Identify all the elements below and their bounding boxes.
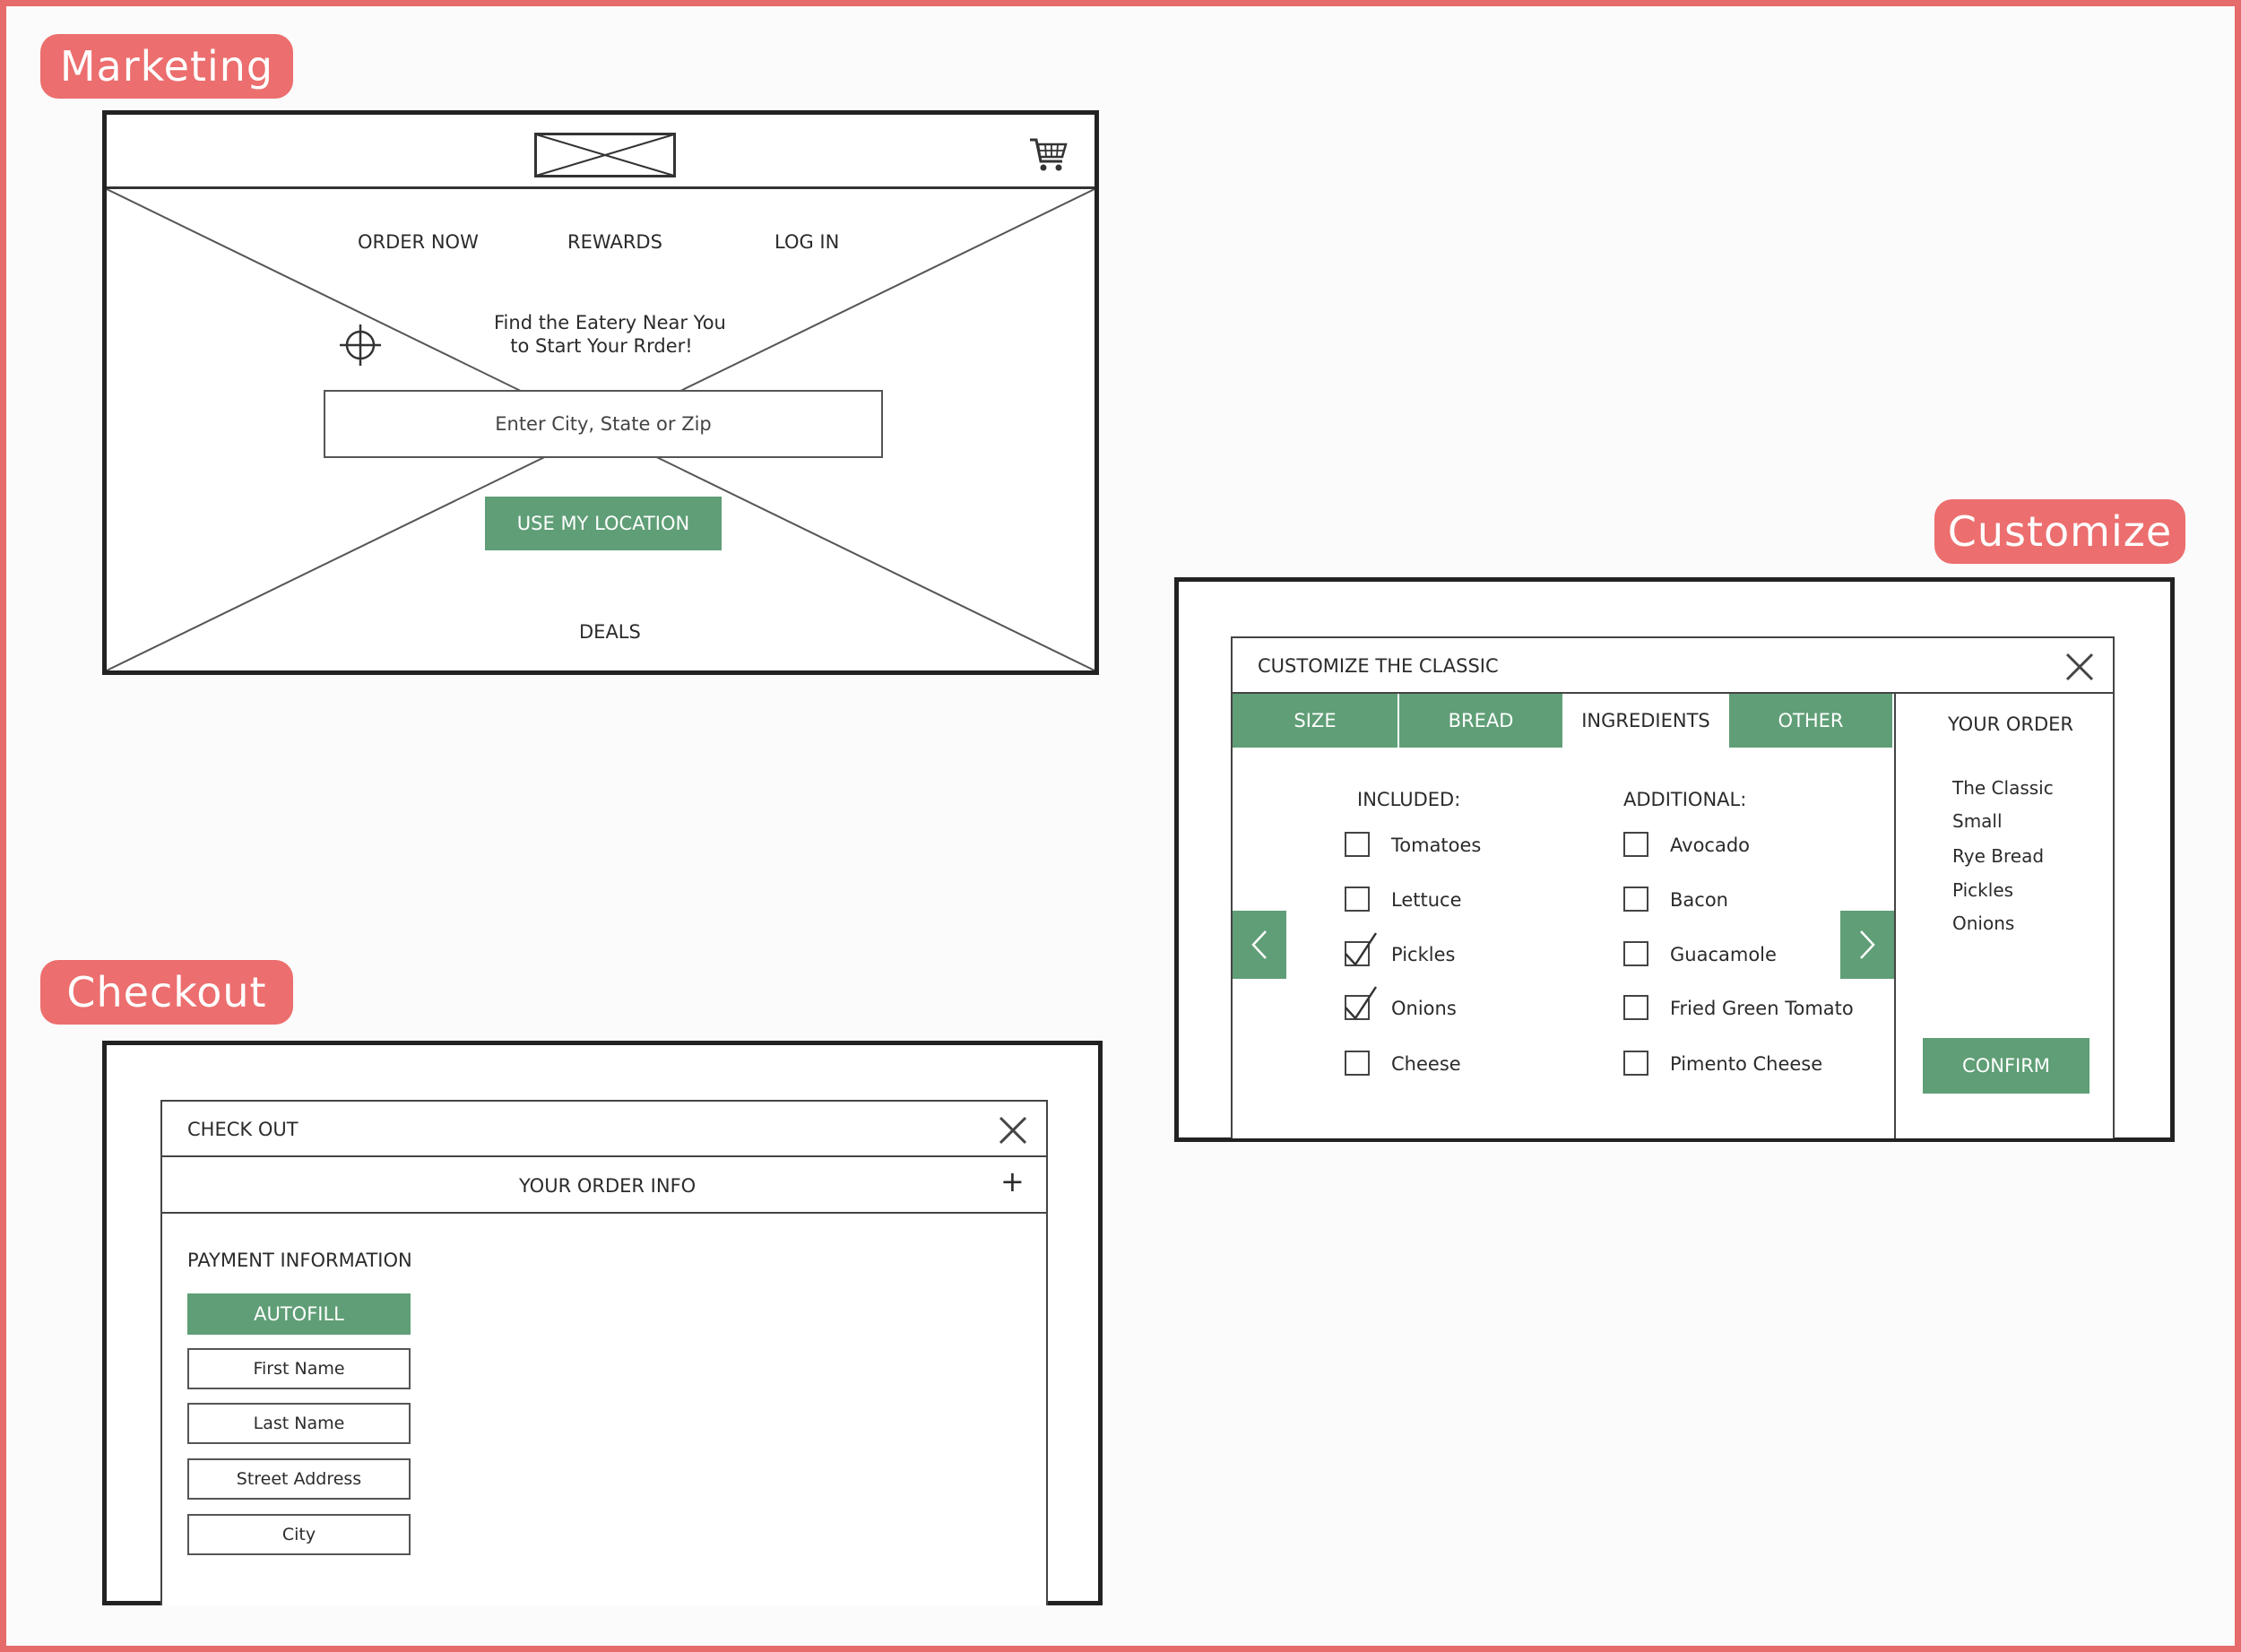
section-tag-customize: Customize — [1934, 499, 2185, 564]
logo-placeholder-icon — [534, 133, 676, 177]
ingredient-label-onions: Onions — [1391, 998, 1457, 1019]
city-field[interactable]: City — [187, 1514, 411, 1555]
checkbox-pickles[interactable] — [1345, 932, 1378, 967]
additional-heading: ADDITIONAL: — [1623, 789, 1747, 810]
customize-modal-title: CUSTOMIZE THE CLASSIC — [1258, 655, 1499, 677]
deals-link[interactable]: DEALS — [579, 621, 641, 643]
order-item: Rye Bread — [1952, 845, 2045, 867]
checkbox-tomatoes[interactable] — [1345, 832, 1370, 857]
checkout-wireframe: CHECK OUT YOUR ORDER INFO + PAYMENT INFO… — [102, 1041, 1103, 1605]
tab-size[interactable]: SIZE — [1233, 694, 1397, 748]
street-address-field[interactable]: Street Address — [187, 1458, 411, 1500]
included-heading: INCLUDED: — [1357, 789, 1461, 810]
chevron-right-icon — [1860, 930, 1875, 959]
checkbox-guacamole[interactable] — [1623, 941, 1648, 966]
order-panel-divider — [1894, 694, 1896, 1138]
checkmark-icon — [1345, 932, 1378, 967]
your-order-info-toggle[interactable]: YOUR ORDER INFO — [519, 1175, 697, 1197]
shopping-cart-icon[interactable] — [1028, 136, 1069, 174]
ingredient-label-guacamole: Guacamole — [1670, 944, 1777, 965]
first-name-field[interactable]: First Name — [187, 1348, 411, 1389]
checkout-modal-title: CHECK OUT — [187, 1119, 299, 1140]
ingredient-label-fried-green-tomato: Fried Green Tomato — [1670, 998, 1854, 1019]
hero-headline-line1: Find the Eatery Near You — [494, 312, 726, 333]
last-name-field[interactable]: Last Name — [187, 1403, 411, 1444]
checkbox-pimento-cheese[interactable] — [1623, 1051, 1648, 1076]
checkout-title-divider — [160, 1155, 1048, 1157]
customize-wireframe: CUSTOMIZE THE CLASSIC SIZE BREAD INGREDI… — [1174, 577, 2175, 1142]
ingredient-label-tomatoes: Tomatoes — [1391, 835, 1482, 856]
your-order-heading: YOUR ORDER — [1948, 714, 2073, 735]
use-my-location-button[interactable]: USE MY LOCATION — [485, 497, 722, 550]
section-tag-checkout: Checkout — [40, 960, 293, 1025]
close-icon[interactable] — [2064, 652, 2095, 682]
tab-other[interactable]: OTHER — [1729, 694, 1892, 748]
ingredient-label-avocado: Avocado — [1670, 835, 1751, 856]
close-icon[interactable] — [998, 1115, 1028, 1146]
payment-information-heading: PAYMENT INFORMATION — [187, 1250, 412, 1271]
ingredient-label-pimento-cheese: Pimento Cheese — [1670, 1053, 1823, 1075]
nav-order-now[interactable]: ORDER NOW — [358, 231, 479, 253]
expand-plus-icon[interactable]: + — [1000, 1164, 1025, 1198]
confirm-button[interactable]: CONFIRM — [1923, 1038, 2090, 1094]
tab-bread[interactable]: BREAD — [1399, 694, 1562, 748]
ingredient-label-lettuce: Lettuce — [1391, 889, 1462, 911]
nav-rewards[interactable]: REWARDS — [567, 231, 662, 253]
autofill-button[interactable]: AUTOFILL — [187, 1293, 411, 1335]
hero-headline-line2: to Start Your Rrder! — [510, 335, 693, 357]
checkbox-fried-green-tomato[interactable] — [1623, 995, 1648, 1020]
header-divider — [107, 186, 1095, 189]
modal-title-divider — [1231, 692, 2115, 694]
marketing-wireframe: ORDER NOW REWARDS LOG IN Find the Eatery… — [102, 110, 1099, 675]
previous-arrow-button[interactable] — [1233, 911, 1286, 979]
checkbox-bacon[interactable] — [1623, 887, 1648, 912]
nav-log-in[interactable]: LOG IN — [774, 231, 840, 253]
ingredient-label-pickles: Pickles — [1391, 944, 1456, 965]
next-arrow-button[interactable] — [1840, 911, 1894, 979]
checkbox-lettuce[interactable] — [1345, 887, 1370, 912]
checkbox-cheese[interactable] — [1345, 1051, 1370, 1076]
section-tag-marketing: Marketing — [40, 34, 293, 99]
order-item: Onions — [1952, 912, 2015, 934]
ingredient-label-bacon: Bacon — [1670, 889, 1728, 911]
ingredient-label-cheese: Cheese — [1391, 1053, 1461, 1075]
order-item: The Classic — [1952, 777, 2054, 799]
tab-ingredients[interactable]: INGREDIENTS — [1564, 694, 1727, 748]
crosshair-icon[interactable] — [338, 323, 383, 368]
checkbox-avocado[interactable] — [1623, 832, 1648, 857]
order-item: Pickles — [1952, 879, 2014, 901]
order-info-divider — [160, 1212, 1048, 1214]
checkmark-icon — [1345, 986, 1378, 1021]
location-search-input[interactable]: Enter City, State or Zip — [324, 390, 883, 458]
checkbox-onions[interactable] — [1345, 986, 1378, 1021]
order-item: Small — [1952, 810, 2003, 832]
chevron-left-icon — [1251, 930, 1267, 959]
